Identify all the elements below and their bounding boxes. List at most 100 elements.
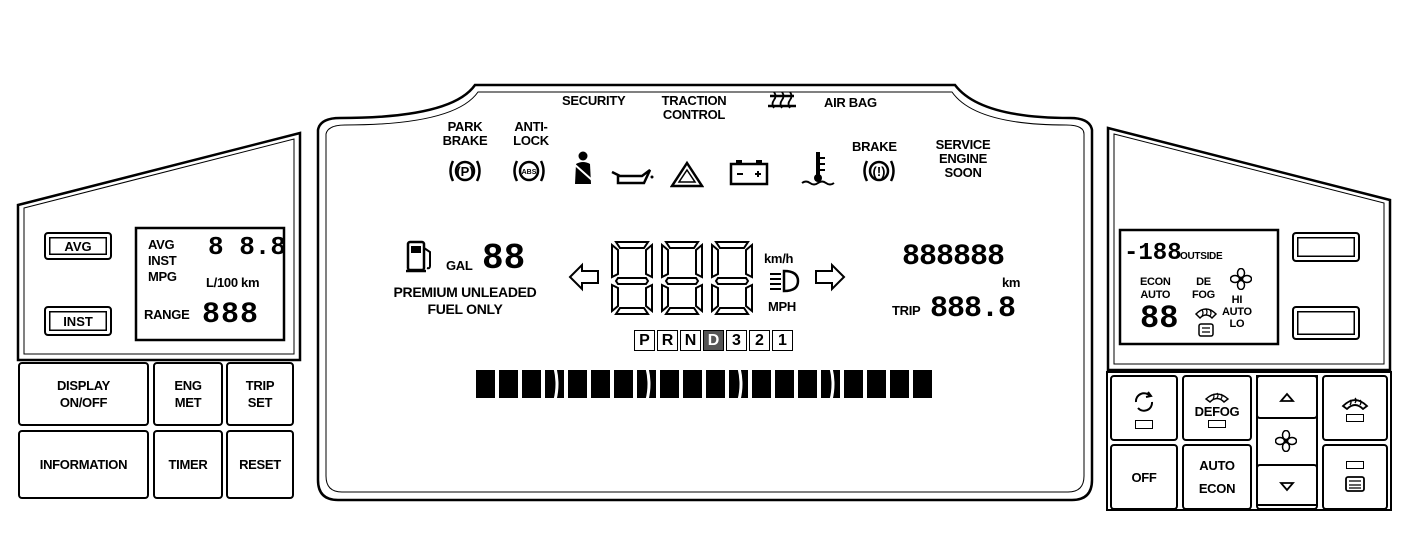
recirculate-button[interactable] [1110,375,1178,441]
bar-segment [660,370,679,398]
rear-defog-telltale-icon [764,90,800,112]
bar-segment [522,370,541,398]
trip-digits: 888.8 [930,292,1016,326]
fan-up-button[interactable] [1256,375,1318,419]
triangle-up-icon [1279,392,1295,402]
bar-segment [614,370,633,398]
odometer-digits: 888888 [902,240,1005,274]
fan-icon [1230,268,1252,290]
bar-segment [798,370,817,398]
gear-3: 3 [726,330,747,351]
security-label: SECURITY [562,93,626,108]
bar-segment [591,370,610,398]
windshield-defog-icon [1204,392,1230,403]
antilock-label: ANTI-LOCK [513,119,549,148]
display-label: DISPLAY [56,378,111,393]
windshield-defog-small-icon [1194,304,1218,340]
warning-triangle-icon [670,160,704,188]
display-onoff-button[interactable]: DISPLAY ON/OFF [18,362,149,426]
front-defrost-button[interactable] [1322,375,1388,441]
park-brake-icon: (P) [446,158,484,184]
defog-button[interactable]: DEFOG [1182,375,1252,441]
brake-warning-icon: (!) [860,158,898,184]
svg-text:(!): (!) [873,164,886,179]
left-turn-signal-icon [568,262,600,292]
abs-icon: ABS [510,158,548,184]
bar-segment [821,370,840,398]
right-upper-button[interactable] [1292,232,1360,262]
right-turn-signal-icon [814,262,846,292]
rear-defrost-indicator [1346,461,1364,469]
trip-odometer-label: TRIP [892,303,921,318]
set-label: SET [247,395,273,410]
mpg-label: MPG [148,269,177,284]
gal-label: GAL [446,258,473,273]
fuel-digits: 88 [482,238,526,279]
gear-1: 1 [772,330,793,351]
range-digits: 888 [202,298,260,332]
recirculate-icon [1134,390,1154,412]
inst-button[interactable]: INST [44,306,112,336]
bar-tick [829,368,835,400]
front-defrost-icon [1341,397,1369,410]
information-button[interactable]: INFORMATION [18,430,149,499]
high-beam-icon [768,268,802,294]
svg-text:ABS: ABS [522,169,537,176]
gear-P: P [634,330,655,351]
gear-R: R [657,330,678,351]
odometer-km-label: km [1002,275,1021,290]
oil-pressure-icon [608,166,654,186]
air-bag-label: AIR BAG [824,95,877,110]
avg-digits: 8 8.8 [208,232,287,262]
bar-segment [890,370,909,398]
bar-segment [775,370,794,398]
bar-tick [553,368,559,400]
avg-label: AVG [148,237,175,252]
triangle-down-icon [1279,482,1295,492]
bar-tick [645,368,651,400]
fuel-pump-icon [404,238,434,274]
reset-button[interactable]: RESET [226,430,294,499]
avg-button[interactable]: AVG [44,232,112,260]
coolant-temp-icon [800,150,838,188]
bar-segment [706,370,725,398]
kmh-label: km/h [764,251,794,266]
defog-indicator [1208,419,1226,428]
defog-label: DEFOG [1194,403,1240,419]
bar-segment [913,370,932,398]
fan-speed-icon [1275,430,1297,452]
bar-segment [844,370,863,398]
right-lower-button[interactable] [1292,306,1360,340]
brake-label: BRAKE [852,139,897,154]
econ-label: ECON [1198,481,1236,496]
onoff-label: ON/OFF [59,395,108,410]
range-label: RANGE [144,307,190,322]
rear-defrost-button[interactable] [1322,444,1388,510]
fuel-bar-graph [474,368,938,400]
off-button[interactable]: OFF [1110,444,1178,510]
bar-segment [752,370,771,398]
bar-tick [737,368,743,400]
mph-label: MPH [768,299,796,314]
inst-label: INST [148,253,177,268]
gear-D: D [703,330,724,351]
bar-segment [867,370,886,398]
fan-down-button[interactable] [1256,464,1318,510]
timer-button[interactable]: TIMER [153,430,223,499]
bar-segment [476,370,495,398]
outside-temp-digits: -188 [1124,240,1182,267]
trip-set-button[interactable]: TRIP SET [226,362,294,426]
gear-N: N [680,330,701,351]
bar-segment [545,370,564,398]
speed-digits-display [610,240,756,316]
bar-segment [729,370,748,398]
seatbelt-icon [570,150,596,186]
trip-label: TRIP [245,378,275,393]
